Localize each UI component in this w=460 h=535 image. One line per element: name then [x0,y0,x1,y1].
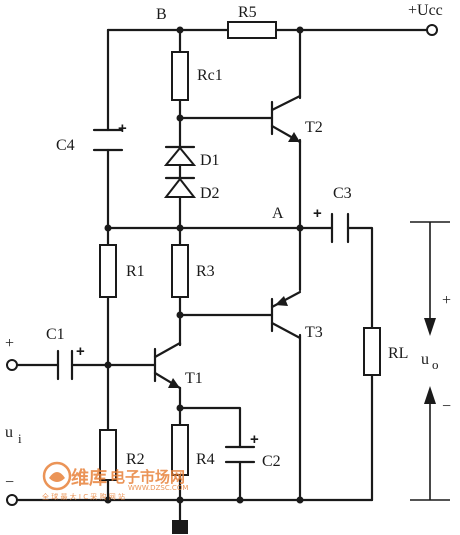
junction-dot [104,496,112,504]
vcc-terminal [426,24,438,36]
resistor-r3 [171,244,189,298]
d2-label: D2 [200,185,220,202]
capacitor-c1 [56,349,74,381]
junction-dot [176,26,184,34]
output-voltage-subscript: o [432,357,439,372]
diode-d1 [163,145,197,166]
c4-polarity-mark: + [118,120,127,137]
capacitor-c4 [92,128,124,152]
wiring [14,28,430,524]
c2-polarity-mark: + [250,431,259,448]
input-plus-sign: + [5,335,14,352]
d1-label: D1 [200,152,220,169]
junction-dot [296,496,304,504]
resistor-r2 [99,429,117,481]
output-voltage-label: u [421,351,429,368]
input-terminal-negative [6,494,18,506]
input-terminal-positive [6,359,18,371]
rl-label: RL [388,345,408,362]
input-minus-sign: − [5,474,14,491]
resistor-r5 [227,21,277,39]
c3-label: C3 [333,185,352,202]
watermark-brand: 维库 [71,467,107,489]
transistor-t1 [153,341,182,390]
r5-label: R5 [238,4,257,21]
c1-label: C1 [46,326,65,343]
c3-output-wire [346,226,374,330]
junction-dot [176,224,184,232]
t1-label: T1 [185,370,203,387]
input-voltage-subscript: i [18,431,22,446]
input-voltage-label: u [5,424,13,441]
capacitor-c2 [224,445,256,464]
output-voltage-indicator [410,221,450,501]
r3-label: R3 [196,263,215,280]
junction-dots [104,26,304,504]
watermark-swirl-icon [49,472,65,482]
r2-label: R2 [126,451,145,468]
transistor-t3 [270,290,302,340]
resistor-rl [363,327,381,376]
junction-dot [104,361,112,369]
transistor-t2 [270,94,302,144]
c3-polarity-mark: + [313,205,322,222]
node-a-label: A [272,205,284,222]
watermark-site-name: 电子市场网 [110,468,185,486]
junction-dot-a [296,224,304,232]
r1-label: R1 [126,263,145,280]
resistor-r4 [171,424,189,476]
watermark-slogan: 全 球 最 大 I C 采 购 网 站 [42,492,125,501]
resistor-rc1 [171,51,189,101]
junction-dot [176,114,184,122]
t3-label: T3 [305,324,323,341]
c1-polarity-mark: + [76,343,85,360]
watermark-url: WWW.DZSC.COM [128,484,188,492]
t2-label: T2 [305,119,323,136]
capacitor-c3 [330,212,350,244]
node-b-label: B [156,6,167,23]
r4-label: R4 [196,451,215,468]
junction-dot [296,26,304,34]
ground-symbol [172,520,188,534]
resistor-r1 [99,244,117,298]
watermark: 维库 电子市场网 WWW.DZSC.COM 全 球 最 大 I C 采 购 网 … [42,461,188,501]
output-plus-sign: + [442,292,451,309]
vcc-label: +Ucc [408,2,443,19]
c2-label: C2 [262,453,281,470]
output-minus-sign: − [442,398,451,415]
diode-d2 [163,176,197,198]
junction-dot [236,496,244,504]
junction-dot [176,404,184,412]
c4-label: C4 [56,137,75,154]
junction-dot [104,224,112,232]
rc1-label: Rc1 [197,67,223,84]
junction-dot [176,496,184,504]
junction-dot [176,311,184,319]
